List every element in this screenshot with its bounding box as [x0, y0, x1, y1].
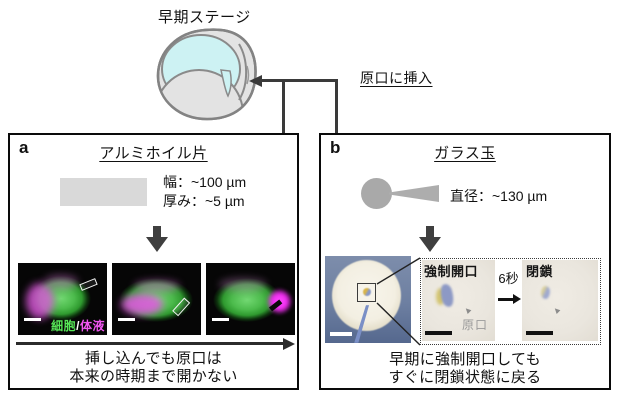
- foil-thickness-spec: 厚み：~5 µm: [163, 193, 245, 209]
- panel-b: b ガラス玉 直径：~130 µm 強制開口 閉鎖: [319, 133, 611, 390]
- panel-b-caption-line2: すぐに閉鎖状態に戻る: [388, 369, 542, 386]
- foil-specs: 幅：~100 µm 厚み：~5 µm: [163, 173, 246, 211]
- embryo-photo: [325, 256, 411, 343]
- forced-open-label: 強制開口: [424, 264, 479, 279]
- forced-open-image: [422, 260, 495, 341]
- down-arrow-icon: [146, 226, 168, 252]
- blastopore-spot: [363, 288, 371, 296]
- micrograph-2: [112, 263, 201, 335]
- closed-image: [522, 260, 598, 341]
- fluid-signal: [219, 278, 267, 291]
- down-arrow-icon: [419, 226, 441, 252]
- fluid-signal: [26, 283, 54, 319]
- left-arrowhead-icon: [249, 74, 262, 87]
- panel-a-caption-line1: 挿し込んでも原口は: [85, 350, 222, 367]
- scale-bar: [330, 332, 352, 336]
- panel-a: a アルミホイル片 幅：~100 µm 厚み：~5 µm 細胞/体液: [8, 133, 299, 390]
- scale-bar: [24, 318, 41, 321]
- closed-label: 閉鎖: [526, 264, 554, 279]
- right-arrowhead-icon: [283, 337, 295, 350]
- panel-b-tag: b: [330, 138, 341, 157]
- scale-bar: [425, 331, 452, 335]
- insertion-label: 原口に挿入: [360, 70, 433, 86]
- right-arrowhead-icon: [513, 294, 521, 304]
- legend-separator: /: [76, 319, 80, 333]
- scale-bar: [526, 331, 553, 335]
- interval-arrow: [498, 298, 513, 301]
- early-stage-embryo-illustration: [156, 28, 257, 121]
- fluid-signal: [134, 280, 180, 292]
- magnified-inset: 強制開口 閉鎖 ▲ 原口 6秒 ▲: [420, 258, 601, 345]
- connector-vertical-line-a: [282, 79, 285, 133]
- panel-b-caption-line1: 早期に強制開口しても: [389, 351, 541, 368]
- fluid-signal: [121, 294, 163, 315]
- legend-fluid: 体液: [79, 319, 105, 333]
- stage-label: 早期ステージ: [158, 9, 251, 26]
- bead-diameter-spec: 直径：~130 µm: [450, 188, 548, 204]
- micrograph-3: [206, 263, 295, 335]
- blastopore-annotation: 原口: [462, 318, 489, 332]
- bead-holder-illustration: [389, 185, 439, 202]
- panel-a-tag: a: [19, 138, 29, 157]
- glass-bead-illustration: [361, 178, 392, 209]
- scale-bar: [118, 318, 135, 321]
- connector-vertical-line-b: [335, 79, 338, 135]
- aluminum-foil-illustration: [60, 178, 147, 206]
- time-arrow: [16, 342, 284, 345]
- interval-label: 6秒: [498, 271, 519, 286]
- closed-blastopore-spot: [541, 286, 550, 299]
- panel-a-caption-line2: 本来の時期まで開かない: [69, 368, 238, 385]
- legend-cells: 細胞: [51, 319, 77, 333]
- connector-horizontal-line: [262, 79, 338, 82]
- panel-b-title: ガラス玉: [434, 145, 496, 162]
- micrograph-1: 細胞/体液: [18, 263, 107, 335]
- panel-a-title: アルミホイル片: [99, 145, 208, 162]
- foil-width-spec: 幅：~100 µm: [163, 174, 247, 190]
- fluid-signal: [44, 275, 78, 289]
- fluorescence-legend: 細胞/体液: [51, 317, 105, 334]
- roi-square: [357, 283, 376, 302]
- scale-bar: [212, 318, 229, 321]
